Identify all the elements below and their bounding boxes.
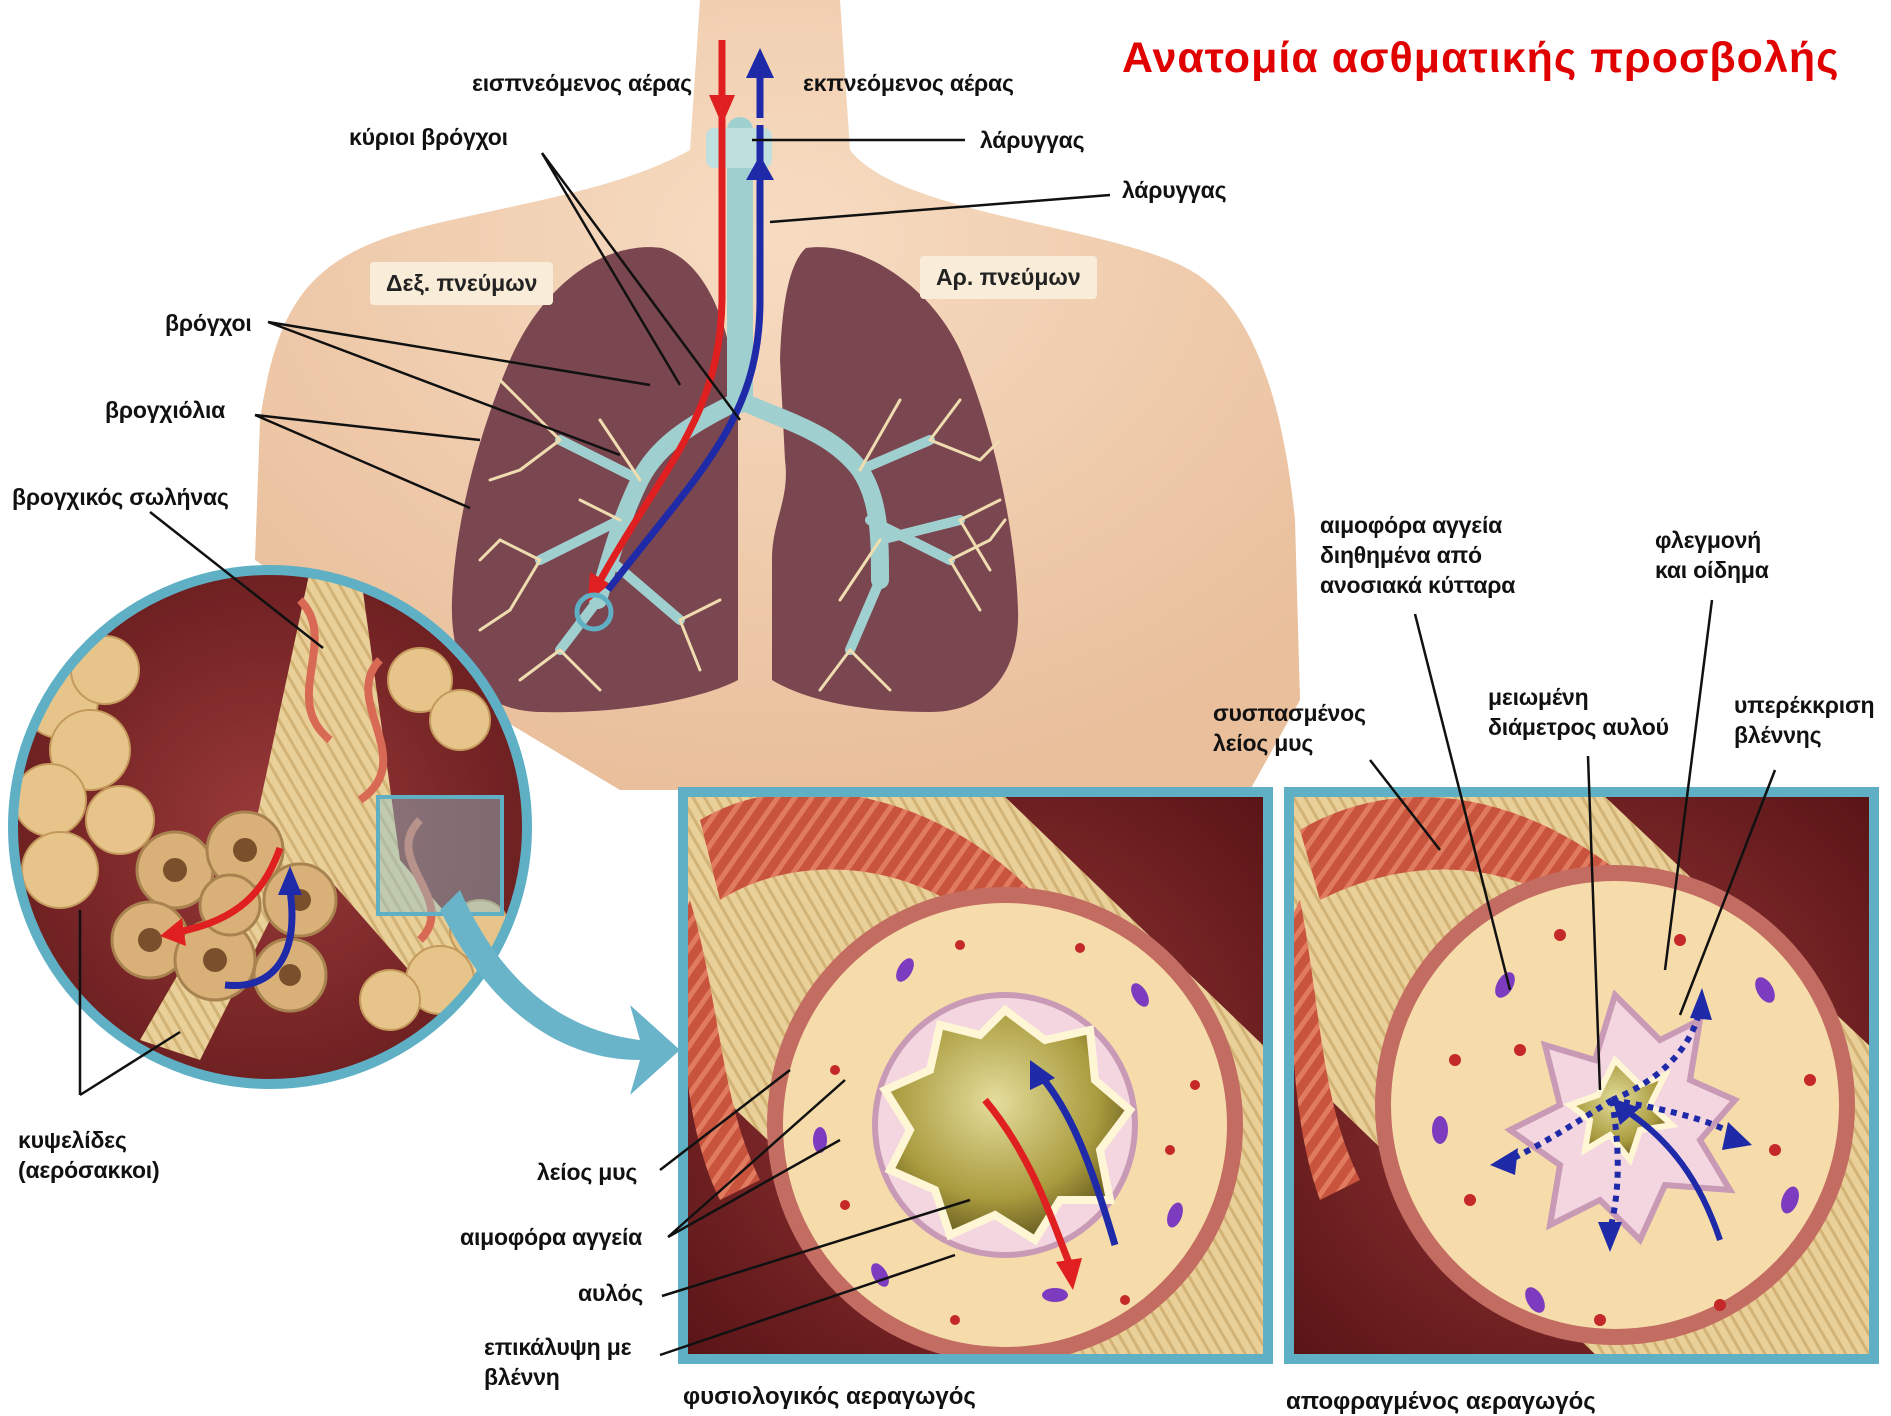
label-larynx-2: λάρυγγας xyxy=(1122,175,1226,205)
label-main-bronchi: κύριοι βρόγχοι xyxy=(349,122,508,152)
caption-normal-airway: φυσιολογικός αεραγωγός xyxy=(683,1383,976,1411)
label-smooth-muscle: λείος μυς xyxy=(537,1157,637,1187)
label-reduced-lumen: μειωμένη διάμετρος αυλού xyxy=(1488,682,1669,742)
normal-airway-panel xyxy=(680,792,1268,1363)
obstructed-airway-panel xyxy=(1289,792,1874,1359)
label-vessels-infiltrated: αιμοφόρα αγγεία διηθημένα από ανοσιακά κ… xyxy=(1320,510,1515,600)
label-alveoli: κυψελίδες (αερόσακκοι) xyxy=(18,1125,159,1185)
label-larynx-1: λάρυγγας xyxy=(980,125,1084,155)
label-bronchial-tube: βρογχικός σωλήνας xyxy=(12,482,229,512)
label-blood-vessels: αιμοφόρα αγγεία xyxy=(460,1222,642,1252)
label-inhaled-air: εισπνεόμενος αέρας xyxy=(472,68,692,98)
tag-left-lung: Αρ. πνεύμων xyxy=(920,256,1097,299)
tag-right-lung: Δεξ. πνεύμων xyxy=(370,262,553,305)
label-exhaled-air: εκπνεόμενος αέρας xyxy=(803,68,1014,98)
label-inflammation-edema: φλεγμονή και οίδημα xyxy=(1655,525,1769,585)
label-contracted-muscle: συσπασμένος λείος μυς xyxy=(1213,698,1366,758)
label-mucus-lining: επικάλυψη με βλέννη xyxy=(484,1332,631,1392)
caption-obstructed-airway: αποφραγμένος αεραγωγός xyxy=(1286,1388,1596,1416)
label-lumen: αυλός xyxy=(578,1278,643,1308)
label-bronchi: βρόγχοι xyxy=(165,308,252,338)
label-bronchioles: βρογχιόλια xyxy=(105,395,225,425)
page-title: Ανατομία ασθματικής προσβολής xyxy=(1122,34,1839,83)
label-mucus-hypersecretion: υπερέκκριση βλέννης xyxy=(1734,690,1874,750)
